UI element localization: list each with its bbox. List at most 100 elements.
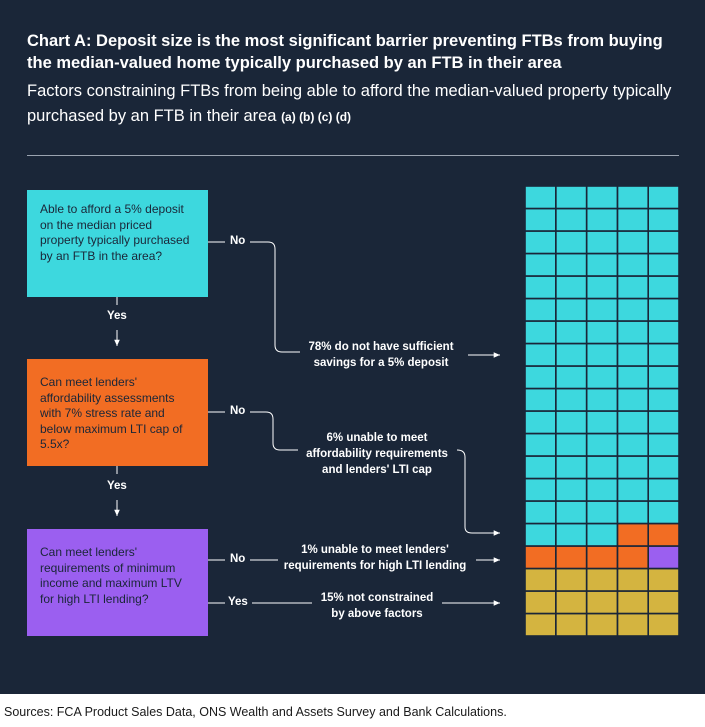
- waffle-square: [585, 230, 619, 255]
- waffle-square: [616, 320, 650, 345]
- waffle-square: [554, 275, 588, 300]
- annotation-6-line2: affordability requirements: [306, 448, 448, 460]
- waffle-square: [525, 590, 557, 615]
- waffle-square: [554, 455, 588, 480]
- annotation-15: 15% not constrained by above factors: [312, 590, 442, 622]
- waffle-square: [525, 477, 557, 502]
- waffle-square: [585, 477, 619, 502]
- waffle-square: [525, 567, 557, 592]
- waffle-square: [585, 500, 619, 525]
- annotation-1: 1% unable to meet lenders' requirements …: [272, 542, 478, 574]
- waffle-square: [554, 522, 588, 547]
- annotation-15-line1: 15% not constrained: [320, 592, 434, 604]
- waffle-square: [554, 252, 588, 277]
- waffle-square: [525, 207, 557, 232]
- waffle-square: [525, 522, 557, 547]
- waffle-square: [616, 297, 650, 322]
- waffle-square: [525, 320, 557, 345]
- subtitle-text: Factors constraining FTBs from being abl…: [27, 82, 672, 125]
- waffle-square: [647, 297, 679, 322]
- waffle-square: [647, 522, 679, 547]
- waffle-square: [554, 590, 588, 615]
- waffle-square: [554, 477, 588, 502]
- waffle-square: [554, 207, 588, 232]
- flow-connectors: [114, 241, 500, 606]
- waffle-square: [525, 455, 557, 480]
- waffle-square: [585, 320, 619, 345]
- waffle-square: [525, 545, 557, 570]
- annotation-78: 78% do not have sufficient savings for a…: [296, 339, 466, 371]
- waffle-square: [647, 432, 679, 457]
- no-connector-1: [250, 241, 300, 353]
- yes-label-2: Yes: [107, 480, 127, 492]
- waffle-square: [647, 545, 679, 570]
- footnote-markers: (a) (b) (c) (d): [281, 110, 352, 124]
- waffle-square: [647, 342, 679, 367]
- chart-panel: Chart A: Deposit size is the most signif…: [0, 0, 705, 694]
- waffle-square: [554, 612, 588, 636]
- waffle-square: [616, 477, 650, 502]
- question-box-high-lti: Can meet lenders' requirements of minimu…: [27, 529, 208, 636]
- waffle-square: [554, 500, 588, 525]
- waffle-square: [647, 590, 679, 615]
- waffle-square: [525, 186, 557, 210]
- question-box-deposit: Able to afford a 5% deposit on the media…: [27, 190, 208, 297]
- waffle-square: [525, 500, 557, 525]
- waffle-square: [554, 432, 588, 457]
- waffle-square: [525, 387, 557, 412]
- waffle-square: [647, 365, 679, 390]
- annotation-1-line2: requirements for high LTI lending: [283, 560, 467, 572]
- waffle-square: [554, 410, 588, 435]
- waffle-square: [585, 410, 619, 435]
- waffle-square: [525, 297, 557, 322]
- annotation-78-line1: 78% do not have sufficient: [308, 341, 454, 353]
- no-label-1: No: [230, 235, 246, 247]
- waffle-square: [554, 186, 588, 210]
- waffle-square: [525, 612, 557, 636]
- waffle-square: [647, 410, 679, 435]
- annotation-15-line2: by above factors: [331, 608, 423, 620]
- waffle-square: [554, 365, 588, 390]
- waffle-square: [554, 297, 588, 322]
- waffle-square: [616, 545, 650, 570]
- waffle-square: [647, 567, 679, 592]
- waffle-square: [647, 186, 679, 210]
- waffle-square: [647, 477, 679, 502]
- waffle-square: [585, 545, 619, 570]
- waffle-square: [647, 387, 679, 412]
- question-box-affordability: Can meet lenders' affordability assessme…: [27, 359, 208, 466]
- waffle-square: [525, 342, 557, 367]
- waffle-square: [554, 320, 588, 345]
- chart-title: Chart A: Deposit size is the most signif…: [27, 32, 663, 72]
- waffle-square: [616, 275, 650, 300]
- waffle-square: [616, 342, 650, 367]
- waffle-square: [525, 365, 557, 390]
- divider: [27, 155, 679, 156]
- source-note: Sources: FCA Product Sales Data, ONS Wea…: [4, 705, 507, 719]
- waffle-square: [616, 455, 650, 480]
- waffle-square: [647, 252, 679, 277]
- waffle-square: [616, 612, 650, 636]
- waffle-square: [585, 522, 619, 547]
- waffle-square: [616, 410, 650, 435]
- waffle-square: [616, 387, 650, 412]
- annotation-78-line2: savings for a 5% deposit: [313, 357, 449, 369]
- no-label-2: No: [230, 405, 246, 417]
- waffle-square: [585, 186, 619, 210]
- waffle-square: [647, 612, 679, 636]
- waffle-square: [585, 455, 619, 480]
- waffle-square: [647, 455, 679, 480]
- waffle-square: [616, 252, 650, 277]
- waffle-square: [647, 275, 679, 300]
- waffle-square: [616, 432, 650, 457]
- waffle-square: [616, 230, 650, 255]
- waffle-square: [554, 230, 588, 255]
- waffle-square: [616, 186, 650, 210]
- waffle-square: [616, 567, 650, 592]
- chart-subtitle: Factors constraining FTBs from being abl…: [27, 79, 687, 130]
- waffle-square: [525, 275, 557, 300]
- waffle-square: [585, 387, 619, 412]
- waffle-square: [554, 567, 588, 592]
- no-label-3: No: [230, 553, 246, 565]
- no-connector-2: [250, 411, 298, 451]
